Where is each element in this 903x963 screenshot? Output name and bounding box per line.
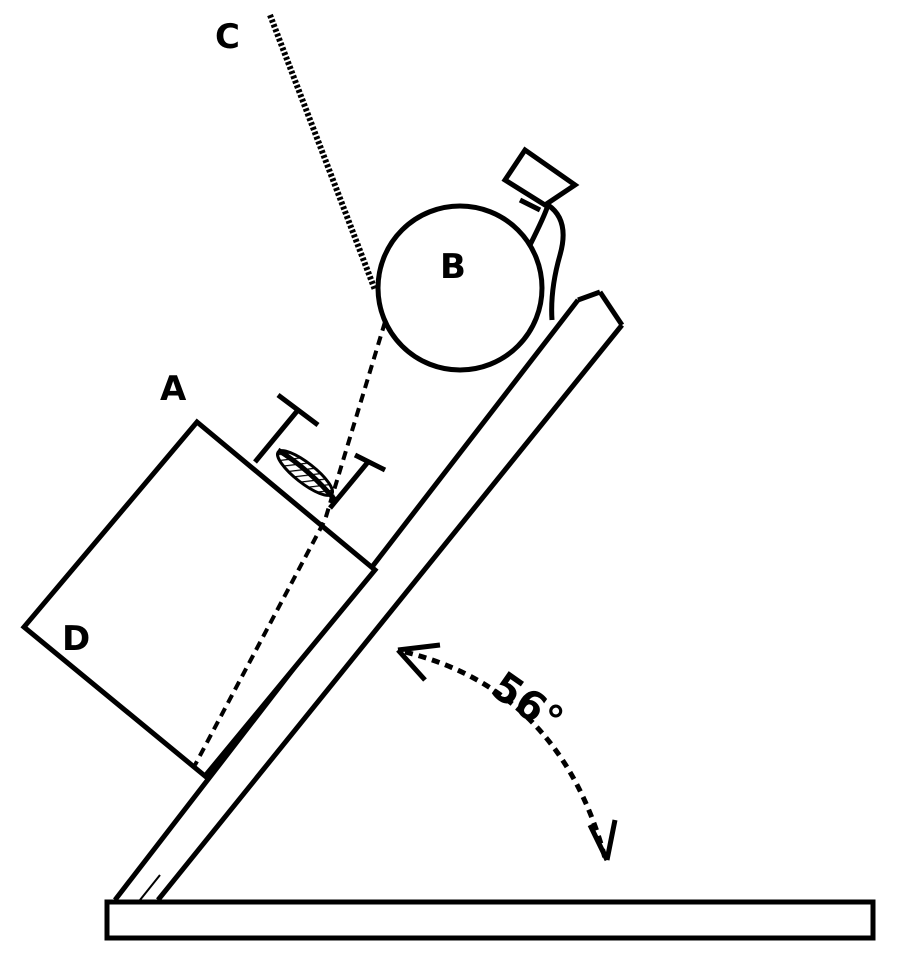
label-c: C [215, 17, 240, 57]
label-a: A [160, 369, 187, 409]
angle-label: 56° [483, 663, 571, 744]
label-d: D [62, 619, 90, 659]
flask-b [375, 146, 580, 373]
string-c [267, 13, 378, 292]
box-d [20, 418, 379, 780]
base-board [104, 899, 876, 941]
label-b: B [440, 247, 466, 287]
lens [276, 449, 334, 497]
light-ray [193, 321, 387, 766]
angle-arc [396, 642, 618, 862]
